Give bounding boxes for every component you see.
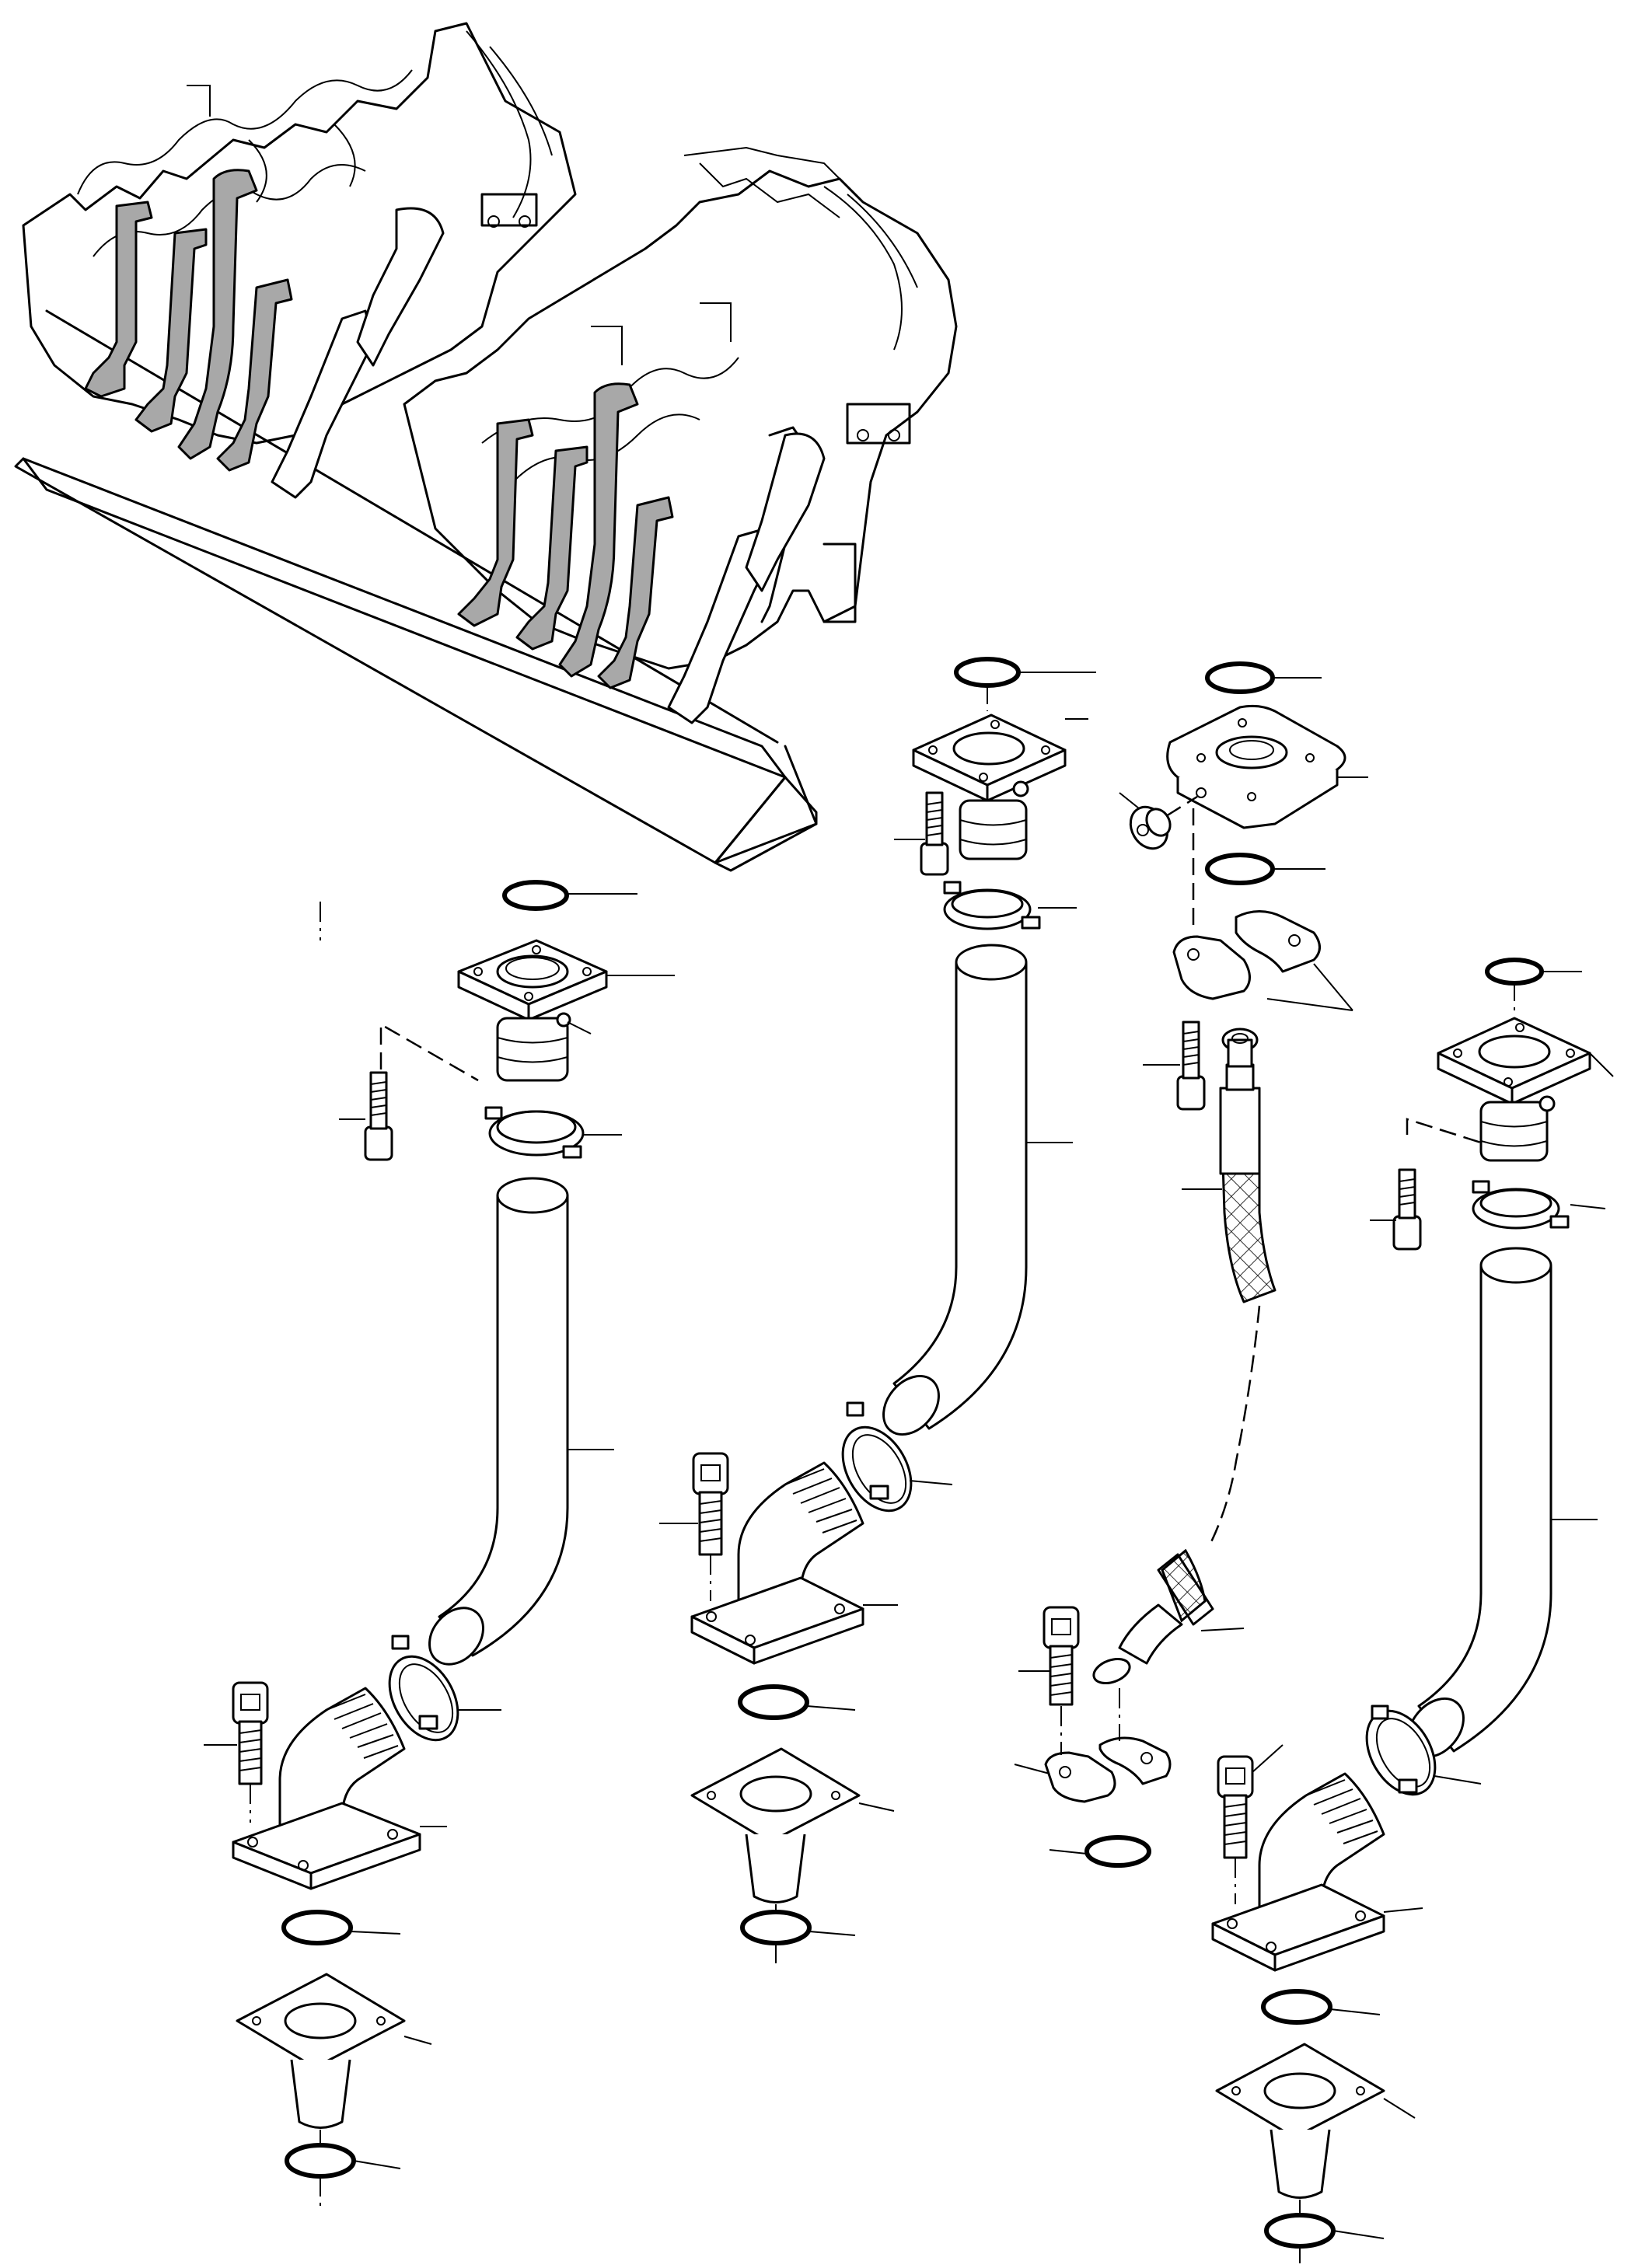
clamp-mid	[388, 1635, 501, 1742]
o-ring	[1261, 1989, 1332, 2025]
o-ring	[285, 2143, 356, 2179]
plug	[1119, 792, 1198, 850]
adapter-left	[236, 1973, 432, 2129]
hose-assembly	[1014, 661, 1368, 1868]
adapter-right	[1215, 2043, 1416, 2199]
clamp-upper	[484, 1106, 622, 1159]
adapter-center	[690, 1747, 895, 1903]
elbow-right	[1211, 1772, 1423, 1972]
o-ring	[740, 1910, 812, 1945]
o-ring	[1084, 1835, 1151, 1868]
clamp-center-mid	[841, 1401, 953, 1513]
right-grey-levers	[457, 382, 674, 689]
o-ring	[1205, 853, 1275, 885]
o-ring	[502, 880, 569, 911]
rubber-sleeve-right	[1479, 1095, 1556, 1162]
o-ring	[1485, 958, 1544, 986]
right-valve-stack	[403, 146, 958, 724]
pipe-center	[882, 944, 1073, 1436]
bolt-right-lower	[1217, 1744, 1284, 1904]
hose-lower-end	[1092, 1548, 1245, 1685]
clamp-center-upper	[943, 881, 1077, 930]
split-flange-halves-upper	[1172, 808, 1353, 1011]
o-ring	[281, 1910, 353, 1945]
hose-flange-block	[1166, 704, 1368, 829]
hose-bolt-lower	[1018, 1606, 1080, 1706]
rubber-sleeve-center	[959, 780, 1029, 860]
hose-bolt-upper	[1143, 1021, 1206, 1111]
bolt-lower	[204, 1681, 269, 1823]
o-ring	[1205, 661, 1275, 694]
pipe-right	[1407, 1247, 1598, 1759]
flange-center	[912, 714, 1088, 802]
left-valve-stack	[22, 22, 577, 499]
o-ring	[738, 1684, 809, 1720]
o-ring	[954, 657, 1021, 688]
flange-upper	[457, 939, 675, 1021]
clamp-right-mid	[1365, 1704, 1482, 1796]
bolt-center-lower	[659, 1452, 729, 1601]
bolt-center-upper	[894, 791, 949, 876]
clamp-right-upper	[1472, 1180, 1606, 1230]
elbow-center	[690, 1461, 898, 1665]
left-pipe-assembly	[204, 880, 675, 2207]
pipe-left	[428, 1177, 614, 1666]
center-pipe-assembly	[659, 657, 1096, 1966]
elbow-left	[232, 1687, 447, 1890]
o-ring	[1264, 2213, 1336, 2249]
bolt-upper	[339, 1022, 479, 1161]
bolt-right-upper	[1370, 1118, 1482, 1251]
left-grey-levers	[84, 169, 293, 472]
valve-bank-illustration	[14, 22, 958, 872]
rubber-sleeve-upper	[496, 1012, 592, 1082]
flange-right	[1437, 1017, 1614, 1105]
right-pipe-assembly	[1211, 958, 1614, 2263]
split-flange-halves-lower	[1014, 1688, 1172, 1803]
hose	[1182, 1028, 1277, 1547]
